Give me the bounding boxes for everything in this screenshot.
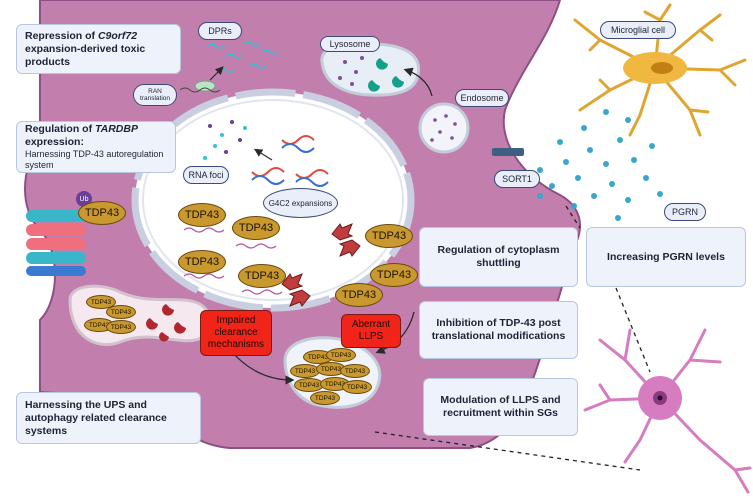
lysosome-label: Lysosome — [320, 36, 380, 52]
ran-translation-label: RAN translation — [133, 84, 177, 106]
c9orf72-gene: C9orf72 — [97, 29, 138, 42]
tardbp-subtitle: Harnessing TDP-43 autoregulation system — [25, 149, 164, 170]
shuttling-text: Regulation of cytoplasm shuttling — [437, 244, 560, 269]
ups-text: Harnessing the UPS and autophagy related… — [25, 398, 167, 437]
rna-foci-label: RNA foci — [183, 166, 229, 184]
tdp43-small-1: TDP43 — [86, 295, 116, 309]
tardbp-post: expression: — [25, 136, 84, 148]
tdp43-small-2: TDP43 — [106, 305, 136, 319]
pgrn-levels-box: Increasing PGRN levels — [586, 227, 746, 287]
ups-box: Harnessing the UPS and autophagy related… — [16, 392, 201, 444]
ptm-text: Inhibition of TDP-43 post translational … — [431, 317, 566, 342]
repression-post: expansion-derived toxic products — [25, 42, 146, 68]
tdp43-nucleus-2: TDP43 — [232, 216, 280, 240]
g4c2-label: G4C2 expansions — [263, 188, 338, 218]
tdp43-cytoplasm-2: TDP43 — [370, 263, 418, 287]
tdp43-agg-2: TDP43 — [326, 348, 356, 362]
tdp43-cytoplasm-3: TDP43 — [335, 283, 383, 307]
lysosome-dots — [338, 56, 404, 92]
llps-text: Modulation of LLPS and recruitment withi… — [440, 394, 561, 419]
impaired-clearance-text: Impaired clearance mechanisms — [207, 315, 265, 350]
ub-text: Ub — [79, 195, 89, 203]
tdp43-proteasome: TDP43 — [78, 201, 126, 225]
sort1-receptor — [492, 148, 524, 156]
tardbp-box: Regulation of TARDBP expression: Harness… — [16, 121, 176, 173]
repression-box: Repression of C9orf72 expansion-derived … — [16, 24, 181, 74]
repression-pre: Repression of — [25, 29, 98, 42]
tardbp-pre: Regulation of — [25, 123, 95, 135]
pgrn-levels-text: Increasing PGRN levels — [607, 250, 725, 263]
ran-translation-text: RAN translation — [140, 88, 170, 102]
pgrn-dots — [537, 109, 663, 221]
tdp43-small-4: TDP43 — [106, 320, 136, 334]
tdp43-agg-5: TDP43 — [340, 364, 370, 378]
tdp43-agg-1: TDP43 — [303, 350, 333, 364]
dprs-label: DPRs — [198, 22, 242, 40]
aberrant-llps-box: Aberrant LLPS — [341, 314, 401, 348]
impaired-clearance-box: Impaired clearance mechanisms — [200, 310, 272, 356]
tdp43-nucleus-3: TDP43 — [178, 250, 226, 274]
dna-helices — [251, 135, 329, 187]
tdp43-agg-8: TDP43 — [342, 380, 372, 394]
tdp43-nucleus-1: TDP43 — [178, 203, 226, 227]
microglial-label: Microglial cell — [600, 21, 676, 39]
nuclear-transport-arrows — [281, 223, 361, 307]
aberrant-llps-text: Aberrant LLPS — [351, 319, 391, 342]
tdp43-agg-3: TDP43 — [290, 364, 320, 378]
shuttling-box: Regulation of cytoplasm shuttling — [419, 227, 578, 287]
ptm-box: Inhibition of TDP-43 post translational … — [419, 301, 578, 359]
tdp43-nucleus-4: TDP43 — [238, 264, 286, 288]
endosome-label: Endosome — [455, 89, 509, 107]
endosome-shape — [418, 102, 470, 154]
llps-box: Modulation of LLPS and recruitment withi… — [423, 378, 578, 436]
proteasome — [26, 210, 86, 276]
tdp43-agg-9: TDP43 — [310, 391, 340, 405]
tdp43-cytoplasm-1: TDP43 — [365, 224, 413, 248]
rna-foci-dots — [203, 120, 247, 160]
pgrn-label: PGRN — [664, 203, 706, 221]
tardbp-gene: TARDBP — [95, 123, 138, 135]
sort1-label: SORT1 — [494, 170, 540, 188]
